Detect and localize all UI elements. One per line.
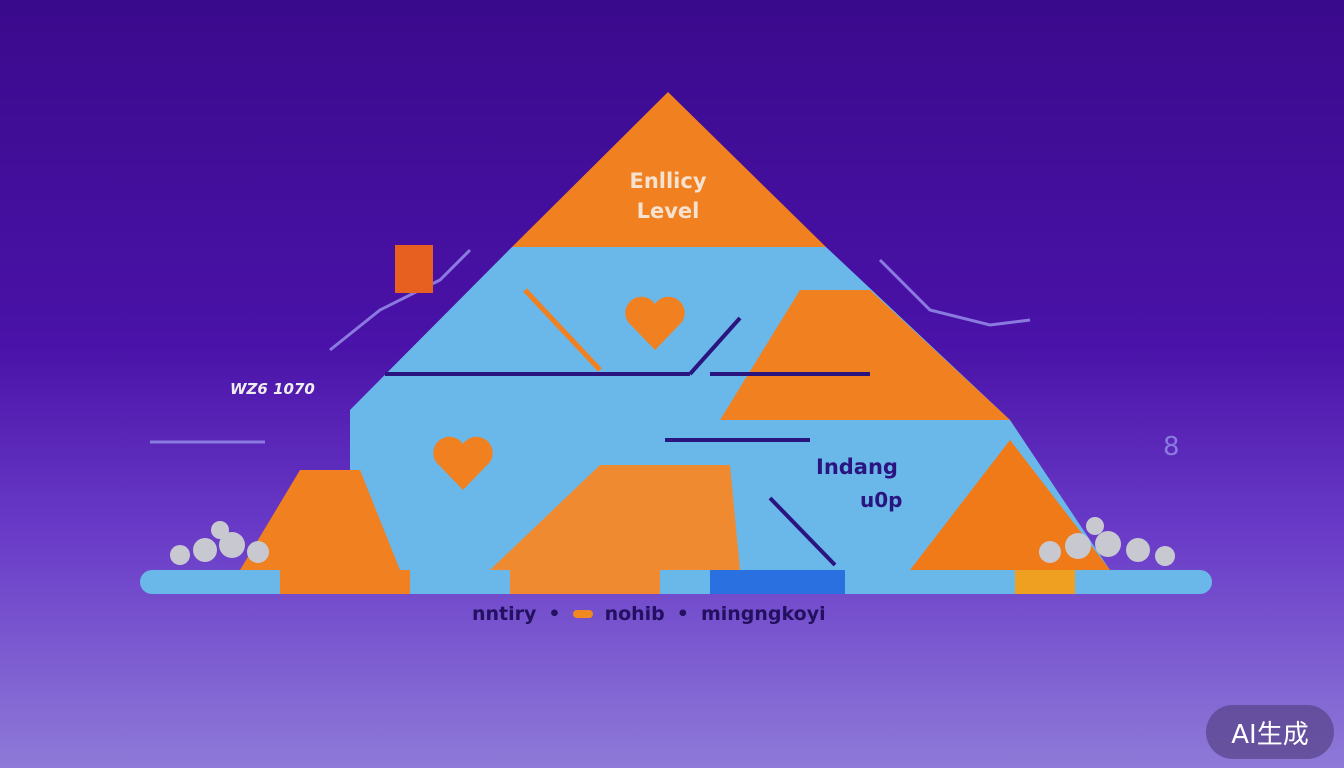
base-segment xyxy=(510,570,660,594)
ai-generated-badge: AI生成 xyxy=(1206,705,1334,759)
heart-icon xyxy=(433,436,493,490)
orange-block-right-lower xyxy=(910,440,1110,570)
diagonal-line xyxy=(768,496,837,567)
top-label-line1: Enllicy xyxy=(629,169,707,193)
pyramid-top-tier xyxy=(512,92,826,247)
flag-icon xyxy=(395,245,433,293)
legend-separator: • xyxy=(548,603,561,625)
legend: nntiry • nohib • mingngkoyi xyxy=(472,603,826,625)
stones-right xyxy=(1039,517,1175,566)
base-segment xyxy=(1015,570,1075,594)
base-segment xyxy=(280,570,410,594)
orange-block-right xyxy=(720,290,1010,420)
stones-left xyxy=(170,521,269,565)
middle-tier-sublabel: u0p xyxy=(860,488,903,512)
heart-icon xyxy=(625,296,685,350)
diagonal-line xyxy=(523,288,602,372)
legend-swatch xyxy=(572,610,593,618)
legend-item: nohib xyxy=(604,603,665,625)
middle-tier-label: Indang xyxy=(816,455,898,479)
legend-separator: • xyxy=(676,603,689,625)
orange-block-center xyxy=(490,465,740,570)
base-segment xyxy=(710,570,845,594)
top-label-line2: Level xyxy=(636,199,700,223)
arrow-decoration xyxy=(150,248,1031,444)
legend-item: nntiry xyxy=(472,603,537,625)
legend-item: mingngkoyi xyxy=(700,603,826,625)
left-annotation: WZ6 1070 xyxy=(230,380,315,398)
right-annotation: 8 xyxy=(1163,432,1180,462)
orange-block-left xyxy=(240,470,400,570)
diagonal-line xyxy=(688,316,742,376)
top-tier-label: Enllicy Level xyxy=(610,166,726,226)
